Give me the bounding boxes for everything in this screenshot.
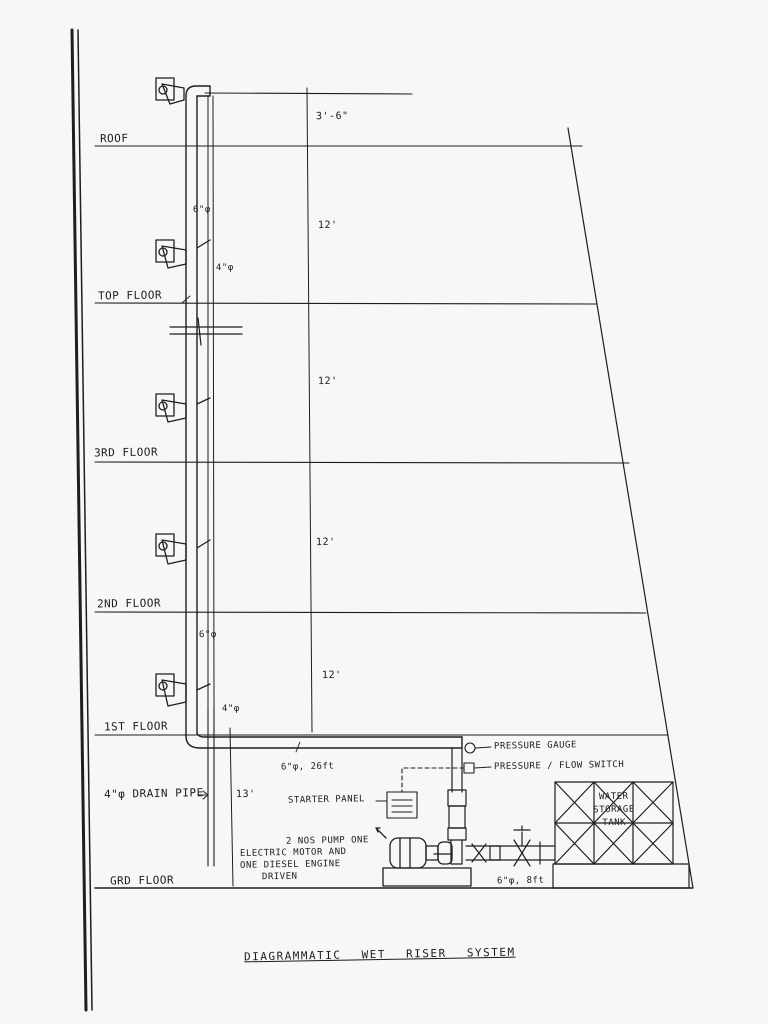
pipe-size-suction: 6"φ, 8ft — [496, 875, 545, 887]
label-drain-pipe: 4"φ DRAIN PIPE — [103, 786, 204, 801]
landing-valve-top — [155, 239, 211, 269]
pressure-flow-switch — [463, 762, 475, 774]
pump-column — [433, 747, 467, 865]
pipe-break — [169, 317, 243, 346]
tank-label-line1: WATER — [598, 791, 629, 803]
pressure-gauge — [464, 742, 476, 754]
water-storage-tank — [552, 781, 690, 889]
landing-valve-second — [155, 533, 211, 565]
leader-lines — [181, 295, 301, 753]
second-floor-line — [94, 611, 647, 614]
starter-panel-box — [375, 791, 418, 819]
pump-motor — [375, 827, 472, 887]
pipe-size-branch-lower: 4"φ — [221, 703, 240, 715]
suction-line — [465, 825, 556, 867]
floor-lines — [94, 92, 694, 889]
label-starter-panel: STARTER PANEL — [287, 794, 366, 806]
dim-roof-to-top: 12' — [317, 219, 338, 232]
motor-body — [389, 837, 427, 869]
tank-label-line3: TANK — [602, 817, 627, 829]
label-pump-line2: ELECTRIC MOTOR AND — [239, 847, 347, 859]
landing-valves — [155, 77, 211, 707]
floor-label-top: TOP FLOOR — [97, 288, 163, 303]
label-pump-line1: 2 NOS PUMP ONE — [285, 835, 369, 847]
branch-pipe — [207, 95, 215, 709]
label-pump-line3: ONE DIESEL ENGINE — [239, 859, 341, 871]
dim-top-to-third: 12' — [317, 375, 338, 388]
tank-label-line2: STORAGE — [593, 804, 635, 816]
floor-label-ground: GRD FLOOR — [109, 873, 175, 888]
pipe-size-main-header: 6"φ, 26ft — [280, 761, 335, 773]
label-water-storage-tank: WATER STORAGE TANK — [576, 790, 653, 830]
floor-label-second: 2ND FLOOR — [96, 596, 162, 611]
dim-third-to-second: 12' — [315, 536, 336, 549]
top-floor-line — [94, 302, 598, 305]
floor-label-third: 3RD FLOOR — [93, 445, 159, 460]
third-floor-line — [94, 461, 630, 464]
floor-label-first: 1ST FLOOR — [103, 719, 169, 734]
pipe-size-riser-lower: 6"φ — [198, 629, 217, 641]
dimension-lines — [229, 87, 313, 887]
label-pump-line4: DRIVEN — [261, 871, 298, 883]
label-pressure-gauge: PRESSURE GAUGE — [493, 740, 577, 752]
drain-pipe — [197, 705, 215, 867]
building-wall — [70, 28, 93, 1012]
pressure-instruments — [401, 742, 492, 793]
floor-label-roof: ROOF — [99, 131, 129, 146]
dim-second-to-first: 12' — [321, 669, 342, 682]
building-right-edge — [567, 127, 694, 889]
pipe-size-branch-upper: 4"φ — [215, 262, 234, 274]
landing-valve-third — [155, 393, 211, 423]
dim-first-to-ground: 13' — [235, 788, 256, 801]
dim-top-extension: 3'-6" — [315, 110, 349, 123]
pipe-size-riser-upper: 6"φ — [192, 204, 211, 216]
pump-base — [382, 867, 472, 887]
landing-valve-first — [155, 673, 211, 707]
landing-valve-roof — [155, 77, 185, 105]
riser-pipe — [185, 85, 463, 749]
top-extension-line — [204, 92, 413, 95]
